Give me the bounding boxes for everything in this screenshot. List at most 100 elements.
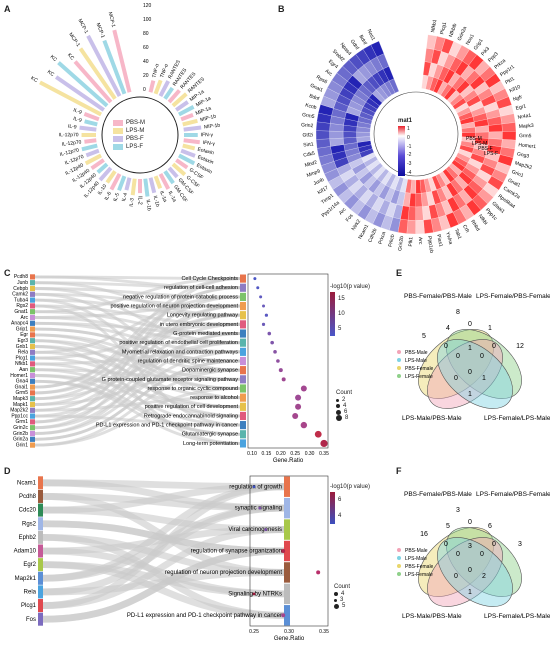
gene-label: Rela: [24, 589, 37, 595]
bar-label: KC: [46, 69, 55, 78]
legend-label: LPS-F: [126, 144, 143, 150]
heatmap-cell: [489, 132, 503, 140]
venn-count: 0: [480, 353, 484, 360]
gene-node: [30, 431, 35, 436]
dot: [301, 385, 307, 391]
bar: [84, 114, 98, 120]
dot: [264, 528, 267, 531]
pathway-label: Dopaminergic synapse: [182, 368, 238, 374]
gene-label: Sirt1: [303, 142, 314, 149]
panel-c-pvalue-legend: -log10(p value) 15 10 5: [330, 284, 370, 336]
gene-label: Kif10: [509, 84, 522, 94]
gene-node: [38, 572, 43, 585]
bar: [183, 146, 195, 149]
legend-row: PBS-F: [113, 136, 145, 142]
radial-tick: 100: [143, 17, 152, 23]
colorbar-tick: 4: [338, 513, 341, 519]
heatmap-cell: [502, 131, 516, 140]
gene-label: Gng3: [516, 151, 529, 159]
x-tick: 0.20: [276, 451, 286, 457]
count-dot: [334, 592, 338, 596]
dot: [316, 570, 320, 574]
pathway-node: [240, 403, 246, 411]
gene-label: Nfkb1: [430, 19, 438, 33]
gene-label: Plcg1: [21, 603, 37, 609]
gene-node: [30, 327, 35, 332]
heatmap-cell: [357, 132, 371, 137]
pathway-node: [240, 348, 246, 356]
gene-node: [30, 390, 35, 395]
dot: [279, 368, 283, 372]
count-dot: [336, 399, 339, 402]
legend-label: LPS-Male: [405, 358, 427, 364]
panel-c-count-legend: Count 2 4 6 8: [336, 390, 352, 421]
heatmap-cell: [416, 207, 424, 221]
gene-label: Pias1: [435, 234, 444, 248]
gene-node: [30, 396, 35, 401]
x-axis-label: Gene.Ratio: [273, 458, 304, 464]
venn-count: 0: [456, 353, 460, 360]
gene-label: Gnai1: [309, 83, 324, 94]
colorbar-tick: -4: [407, 170, 411, 176]
pathway-node: [240, 430, 246, 438]
bar-label: IL-12p70: [59, 132, 79, 138]
venn-count: 8: [456, 309, 460, 316]
colorbar-tick: 0: [407, 135, 411, 141]
legend-label: PBS-Female: [405, 366, 434, 372]
set-label: LPS-Female/PBS-Female: [476, 293, 550, 300]
pathway-label: Glutamatergic synapse: [182, 432, 238, 438]
bar-label: IL-3: [129, 198, 136, 207]
legend-dot: [397, 572, 401, 576]
legend-dot: [397, 374, 401, 378]
gene-label: Prkca: [378, 231, 388, 245]
gene-label: Mapk3: [519, 123, 535, 130]
gene-label: Fos: [345, 213, 355, 224]
sankey-link: [43, 551, 284, 619]
dot: [262, 323, 265, 326]
dot: [253, 592, 256, 595]
bar: [183, 121, 198, 125]
gene-label: Cdk5: [303, 151, 316, 159]
pathway-node: [240, 329, 246, 337]
bar: [126, 178, 129, 190]
dot: [256, 286, 259, 289]
gene-label: Map2k2: [514, 160, 533, 171]
colorbar-tick: 10: [338, 311, 345, 317]
pathway-node: [240, 275, 246, 283]
heatmap-legend: mat1 1 0 -1 -2 -3 -4: [398, 118, 412, 176]
venn-count: 12: [516, 343, 524, 350]
gene-label: Pkl1: [504, 76, 516, 86]
gene-node: [30, 425, 35, 430]
bar-label: KC: [30, 75, 39, 84]
venn-count: 0: [492, 541, 496, 548]
gene-label: Crh: [461, 224, 470, 234]
venn-count: 5: [446, 523, 450, 530]
pathway-node: [240, 366, 246, 374]
venn-count: 2: [482, 573, 486, 580]
venn-count: 1: [488, 325, 492, 332]
gene-label: Map2k1: [15, 576, 37, 582]
pathway-node: [240, 412, 246, 420]
gene-label: Plcg1: [439, 21, 448, 35]
pathway-label: Retrograde endocannabinoid signaling: [144, 413, 238, 419]
gene-label: Grin1: [511, 169, 525, 179]
legend-row: LPS-M: [113, 128, 145, 134]
legend-swatch: [113, 144, 123, 150]
bar: [86, 151, 99, 156]
gene-label: Grm5: [519, 133, 532, 139]
gene-node: [38, 531, 43, 544]
venn-count: 4: [446, 325, 450, 332]
heatmap-cell: [408, 207, 416, 221]
venn-count: 1: [468, 589, 472, 596]
ring-label: LPS-F: [484, 151, 498, 157]
pathway-label: negative regulation of protein catabolic…: [123, 294, 238, 300]
legend-row: LPS-F: [113, 144, 145, 150]
dot: [258, 507, 261, 510]
pathway-node: [284, 562, 290, 582]
gene-label: Grin2: [301, 122, 314, 129]
venn-count: 0: [468, 369, 472, 376]
bar: [181, 115, 193, 120]
